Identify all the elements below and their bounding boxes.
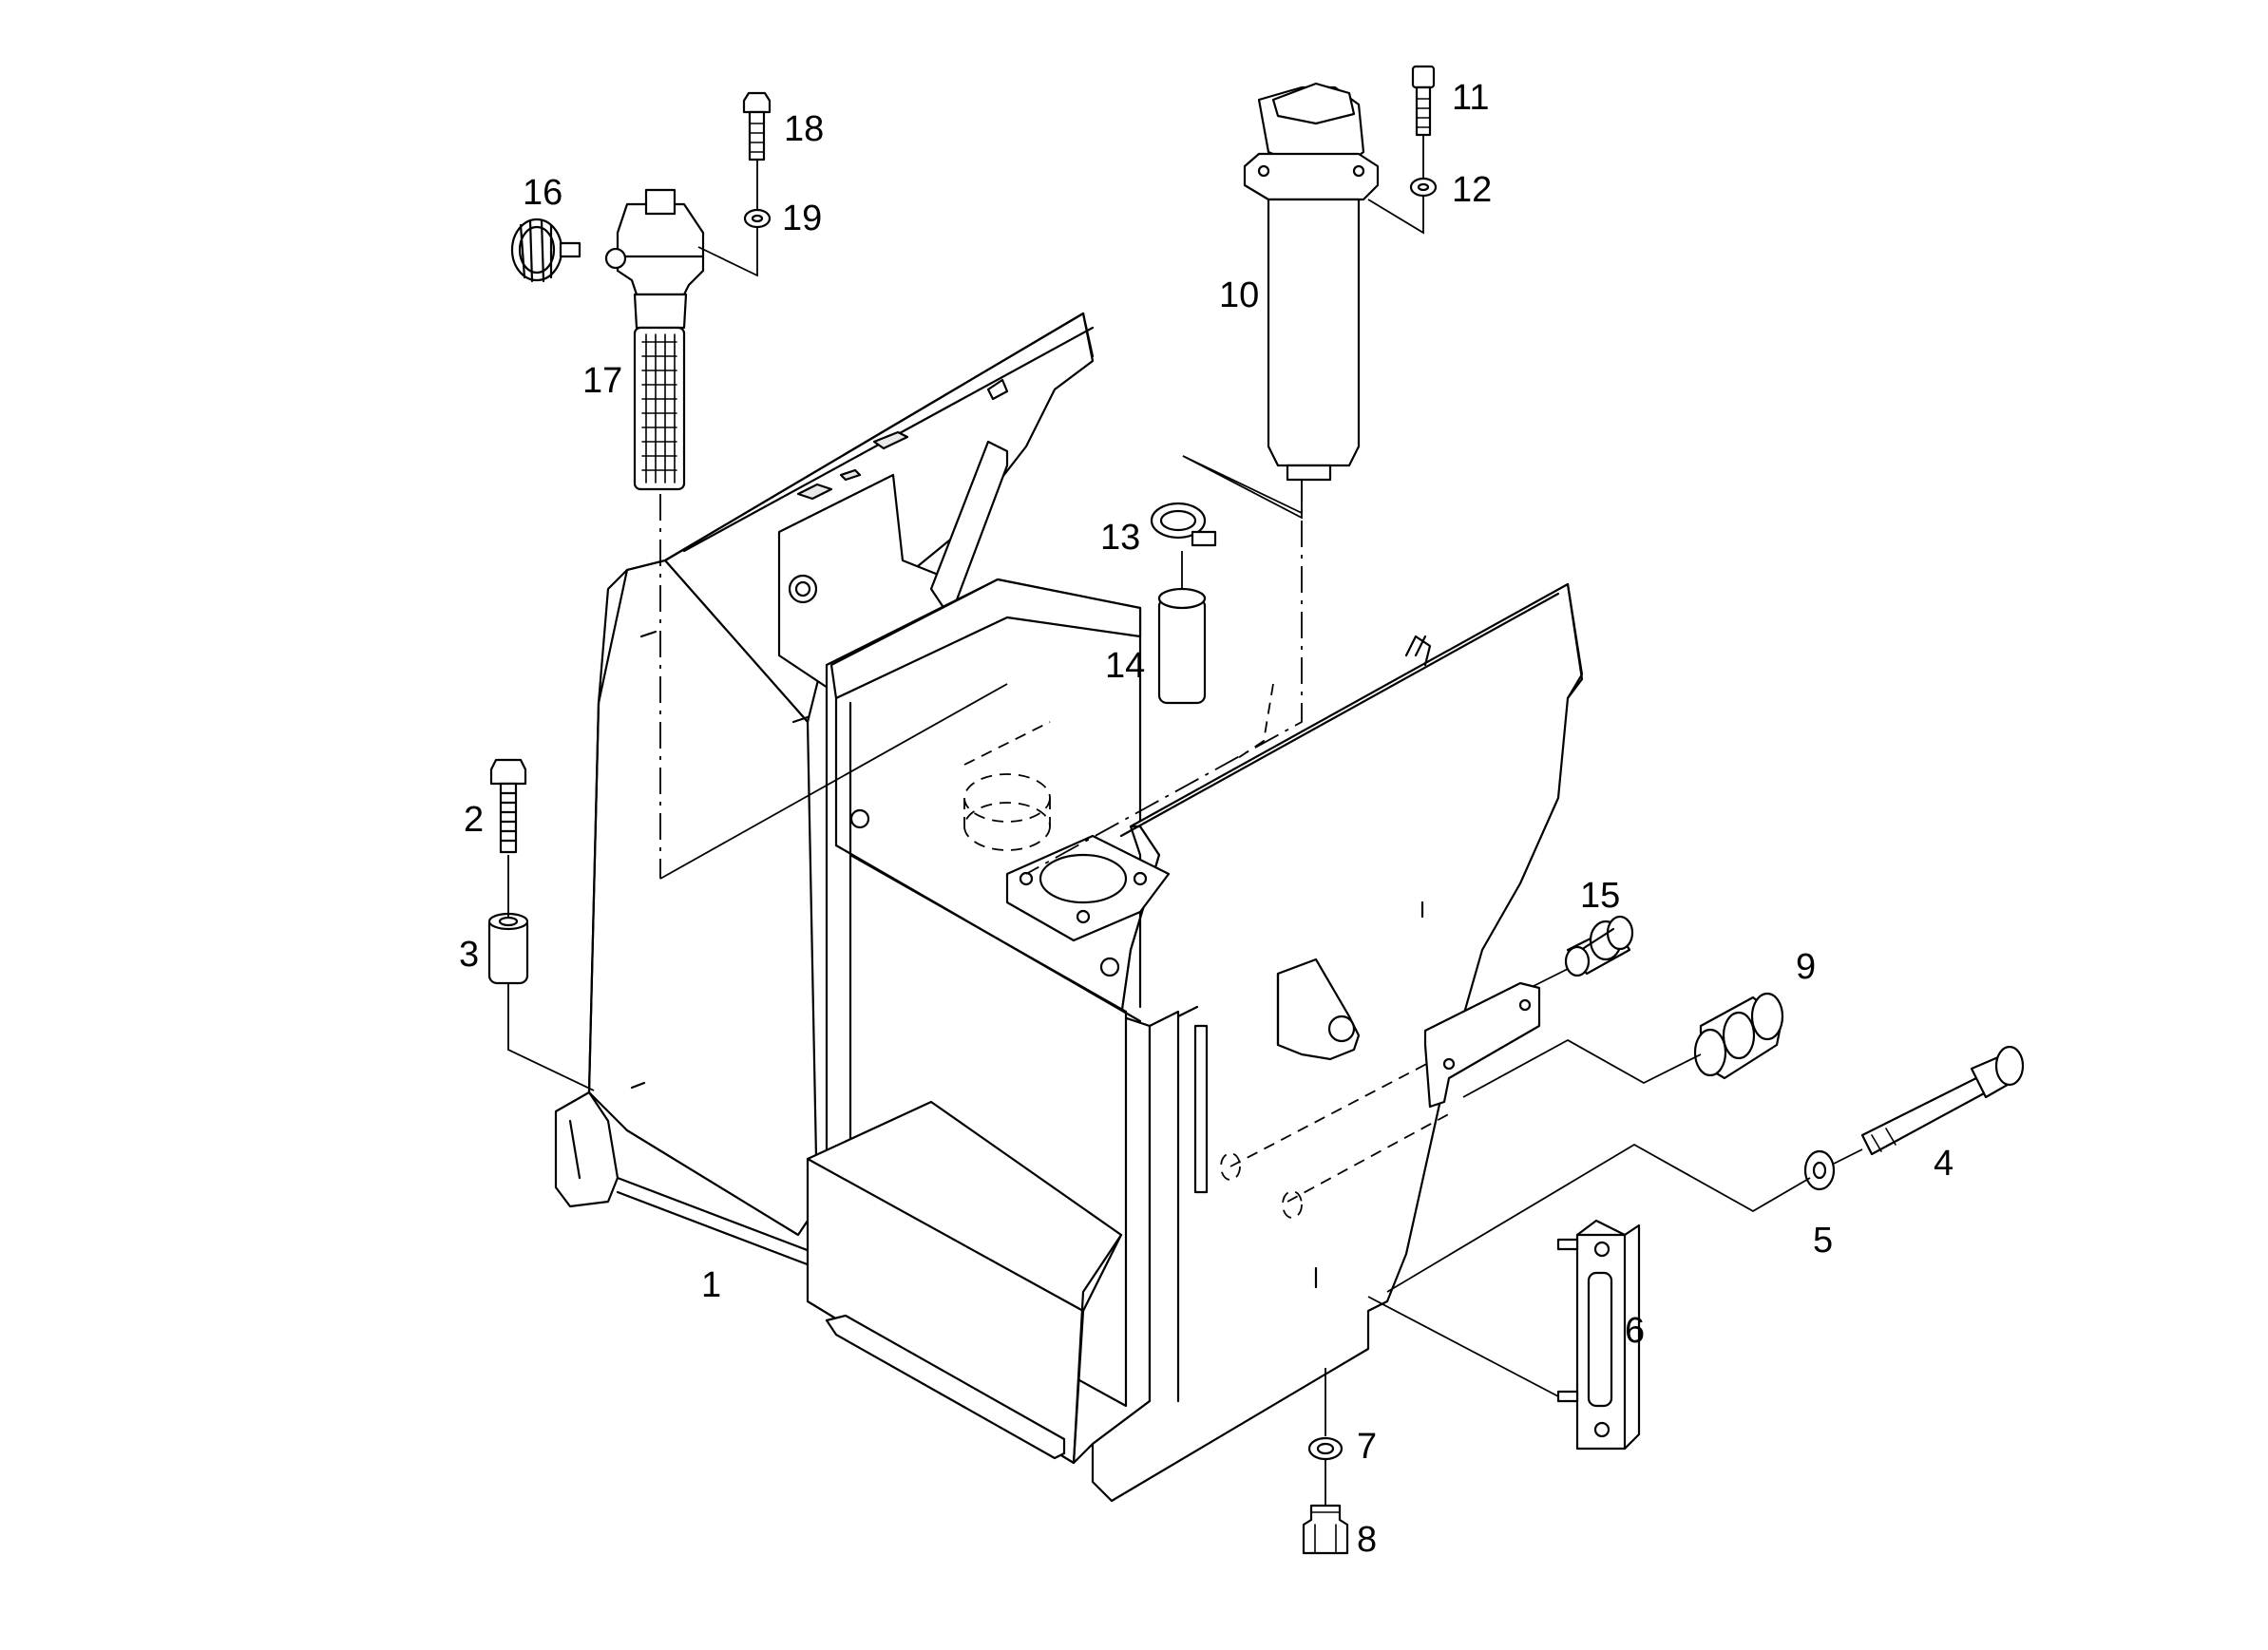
callout-2: 2 xyxy=(464,800,484,840)
seal-ring-7 xyxy=(1307,1436,1344,1461)
bolt-11 xyxy=(1411,65,1436,137)
callout-7: 7 xyxy=(1357,1427,1377,1467)
spacer-3 xyxy=(487,912,529,985)
breather-cap-16 xyxy=(510,218,581,283)
bolt-4 xyxy=(1860,1045,2025,1156)
callout-6: 6 xyxy=(1625,1311,1645,1351)
washer-19 xyxy=(743,208,772,229)
callout-4: 4 xyxy=(1934,1144,1954,1184)
callout-15: 15 xyxy=(1580,876,1620,916)
bolt-18 xyxy=(742,91,772,161)
callout-1: 1 xyxy=(701,1265,721,1305)
hose-clamp-13 xyxy=(1150,502,1217,547)
callout-14: 14 xyxy=(1105,646,1145,686)
callout-11: 11 xyxy=(1452,78,1489,118)
strainer-head-17 xyxy=(604,188,705,491)
callout-18: 18 xyxy=(784,109,824,149)
fitting-15 xyxy=(1564,915,1634,977)
callout-labels: 1 2 3 4 5 6 7 8 9 10 11 12 13 14 15 16 1… xyxy=(459,78,1954,1560)
callout-19: 19 xyxy=(782,199,822,238)
callout-17: 17 xyxy=(582,361,622,401)
callout-16: 16 xyxy=(523,173,562,213)
callout-3: 3 xyxy=(459,935,479,975)
drain-plug-8 xyxy=(1302,1504,1349,1555)
callout-8: 8 xyxy=(1357,1520,1377,1560)
center-line-10 xyxy=(1025,475,1303,875)
callout-10: 10 xyxy=(1219,275,1259,315)
callout-5: 5 xyxy=(1813,1221,1833,1261)
fitting-9 xyxy=(1693,992,1784,1080)
washer-5 xyxy=(1803,1149,1836,1191)
callout-9: 9 xyxy=(1796,947,1816,987)
callout-13: 13 xyxy=(1100,518,1140,558)
washer-12 xyxy=(1409,177,1438,198)
tank-body xyxy=(554,312,1584,1503)
hose-14 xyxy=(1157,587,1207,705)
bolt-2 xyxy=(489,758,527,854)
sight-gauge-6 xyxy=(1556,1219,1641,1451)
callout-12: 12 xyxy=(1452,170,1492,210)
filter-10 xyxy=(1243,82,1380,482)
